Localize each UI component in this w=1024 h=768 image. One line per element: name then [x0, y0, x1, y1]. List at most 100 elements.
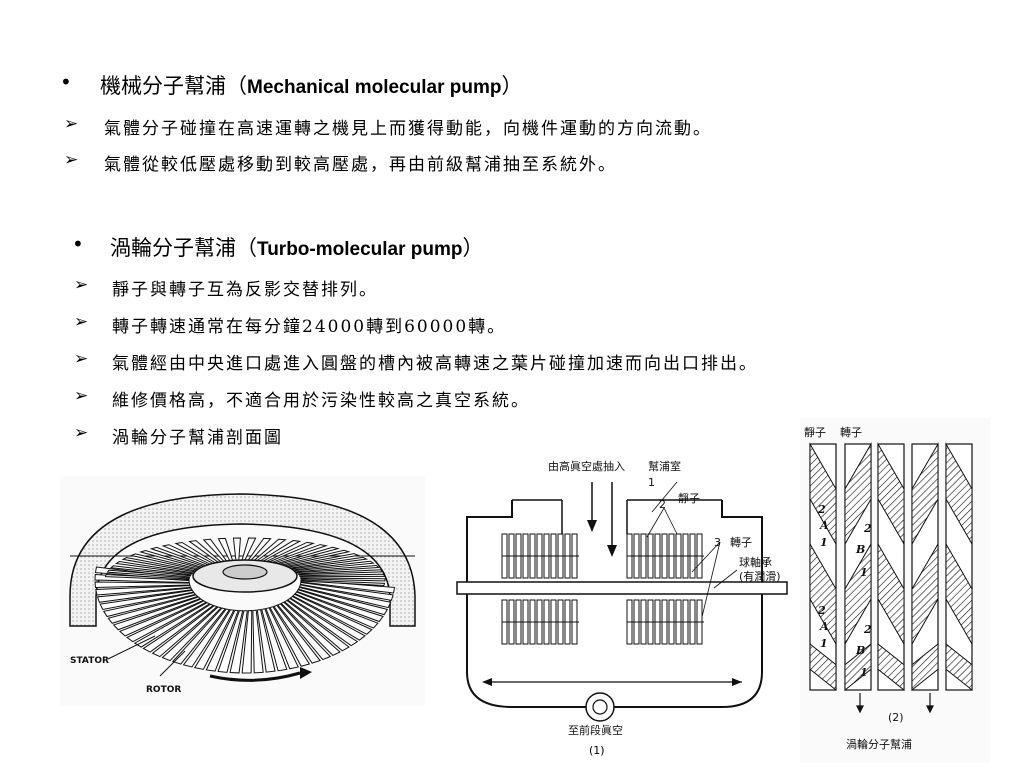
number-3: 3: [714, 536, 721, 549]
section1-point-1: 氣體分子碰撞在高速運轉之機見上而獲得動能，向機件運動的方向流動。: [104, 119, 712, 139]
rotor-blade: [126, 600, 208, 643]
figure-title: 渦輪分子幫浦: [846, 737, 912, 751]
hatched-blade: [844, 542, 872, 646]
rotor-blade: [294, 591, 379, 629]
hatched-blade: [911, 542, 939, 646]
arrow-bullet: ➢: [74, 423, 89, 443]
section2-title-latin: Turbo-molecular pump: [257, 239, 463, 260]
rotor-blade: [102, 592, 197, 618]
hatched-blade: [945, 542, 973, 646]
rotor-blade: [151, 605, 218, 658]
arrow-bullet: ➢: [74, 349, 89, 369]
hatched-blade: [877, 442, 905, 546]
rotor-blade: [289, 595, 366, 641]
hatched-blade: [911, 442, 939, 546]
section2-point-2: 轉子轉速通常在每分鐘24000轉到60000轉。: [112, 317, 507, 337]
rotor-blade: [283, 599, 350, 652]
mark-2-rotor-lower: 2: [863, 623, 872, 636]
rotor-blade: [252, 609, 264, 674]
hatched-blade: [844, 642, 872, 692]
rotor-blade: [300, 579, 386, 586]
rotor-blade: [298, 573, 386, 578]
turbine-rotor-figure: STATOR ROTOR: [60, 476, 425, 706]
hatched-blade: [877, 642, 905, 692]
rotor-blade: [286, 597, 359, 647]
section2-point-3: 氣體經由中央進口處進入圓盤的槽內被高轉速之葉片碰撞加速而向出口排出。: [112, 354, 758, 374]
number-1: 1: [648, 476, 655, 489]
rotor-blade: [133, 602, 211, 648]
arrow-bullet: ➢: [74, 275, 89, 295]
stator-rotor-diagram: 靜子 轉子 2 A 1 2 B 1 2 A 1 2 B 1 (2) 渦輪分子幫浦: [800, 418, 990, 763]
rotor-blade: [217, 610, 244, 673]
rotor-blade: [292, 593, 373, 635]
rotor-blade: [256, 609, 276, 673]
rotor-blade: [107, 594, 199, 624]
figure-2-caption: (2): [888, 711, 904, 724]
rotor-blade: [109, 565, 192, 577]
rotor-blade: [99, 589, 195, 611]
hatched-blade: [877, 542, 905, 646]
channel-columns: [809, 442, 973, 692]
mark-A: A: [819, 519, 829, 532]
outlet-label: 至前段眞空: [568, 723, 623, 737]
mark-1-rotor-lower: 1: [860, 666, 868, 679]
rotor-blade: [205, 609, 239, 672]
mark-B: B: [855, 543, 865, 556]
rotor-blade: [94, 581, 191, 589]
rotor-blade: [261, 608, 288, 672]
rotor-blades: [94, 537, 396, 674]
bearing-note: (有潤滑): [739, 569, 781, 583]
hatched-blade: [844, 442, 872, 546]
rotor-blade: [269, 606, 311, 667]
section2-point-5: 渦輪分子幫浦剖面圖: [112, 428, 283, 448]
hatched-blade: [809, 542, 837, 646]
mark-1-rotor: 1: [860, 566, 868, 579]
arrow-bullet: ➢: [74, 386, 89, 406]
rotor-blade: [182, 608, 231, 668]
rotor-blade: [114, 561, 194, 575]
figure-1-caption: (1): [589, 744, 605, 757]
bullet-dot: •: [72, 232, 84, 256]
mark-2-rotor: 2: [863, 522, 872, 535]
rotor-label: 轉子: [840, 426, 862, 439]
hatched-blade: [945, 442, 973, 546]
section1-title-close: ）: [501, 74, 523, 98]
mark-A-lower: A: [819, 620, 829, 633]
arrow-bullet: ➢: [64, 150, 79, 170]
hatched-blade: [809, 642, 837, 692]
bullet-dot: •: [60, 70, 72, 94]
arrow-bullet: ➢: [64, 114, 79, 134]
rotor-blade: [276, 603, 332, 661]
rotor-blade: [300, 577, 386, 582]
rotor-blade: [229, 610, 248, 674]
rotor-blade: [104, 574, 190, 581]
pump-cross-section-figure: 由高眞空處抽入 幫浦室 靜子 轉子 球軸承 (有潤滑) 1 2 3 至前段眞空: [452, 442, 802, 742]
stator-label: STATOR: [70, 656, 109, 666]
mark-1: 1: [820, 536, 828, 549]
rotor-blade: [161, 606, 222, 662]
mark-2-lower: 2: [817, 604, 826, 617]
rotor-blade: [241, 610, 253, 674]
section2-point-1: 靜子與轉子互為反影交替排列。: [112, 280, 378, 300]
bearing-label: 球軸承: [739, 555, 772, 569]
section2-title-close: ）: [462, 236, 484, 260]
rotor-blade: [299, 581, 394, 601]
rotor-blade: [171, 607, 227, 665]
section1-point-2: 氣體從較低壓處移動到較高壓處，再由前級幫浦抽至系統外。: [104, 155, 617, 175]
rotor-blade: [193, 609, 235, 670]
rotor-blade: [296, 589, 384, 623]
rotor-blade: [106, 569, 191, 579]
stator-label: 靜子: [678, 491, 700, 505]
section1-title-latin: Mechanical molecular pump: [247, 77, 502, 98]
blade-stacks: [501, 499, 722, 645]
hatched-blade: [911, 642, 939, 692]
section2-title-cjk: 渦輪分子幫浦（: [110, 236, 257, 260]
hatched-blade: [809, 442, 837, 546]
section2-title: 渦輪分子幫浦（Turbo-molecular pump）: [110, 232, 483, 262]
rotor-blade: [112, 596, 202, 631]
rotor-blade: [297, 569, 384, 576]
rotor-blade: [297, 586, 389, 616]
pump-chamber-label: 幫浦室: [648, 459, 681, 473]
section1-title-cjk: 機械分子幫浦（: [100, 74, 247, 98]
rotor-blade: [118, 598, 205, 637]
